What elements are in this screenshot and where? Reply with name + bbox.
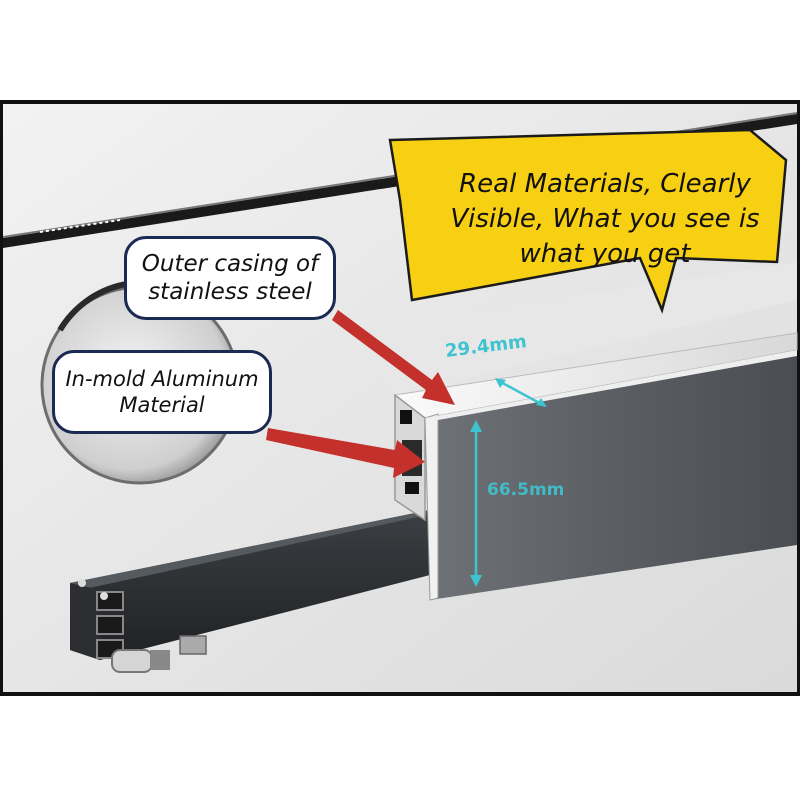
callout-outer-casing: Outer casing of stainless steel bbox=[124, 236, 336, 320]
lower-rail bbox=[70, 510, 430, 660]
pointer-arrow-inner bbox=[266, 428, 425, 478]
headline-text: Real Materials, Clearly Visible, What yo… bbox=[450, 168, 760, 269]
pointer-arrow-outer bbox=[332, 310, 455, 405]
callout-inmold-aluminum-text: In-mold Aluminum Material bbox=[65, 367, 259, 417]
callout-outer-casing-text: Outer casing of stainless steel bbox=[141, 251, 319, 305]
height-dimension-label: 66.5mm bbox=[487, 480, 565, 500]
headline-bubble-shape bbox=[388, 128, 788, 314]
steel-casing bbox=[425, 350, 797, 600]
headline-callout: Real Materials, Clearly Visible, What yo… bbox=[440, 164, 770, 274]
callout-inmold-aluminum: In-mold Aluminum Material bbox=[52, 350, 272, 434]
width-dimension-line bbox=[496, 378, 546, 408]
